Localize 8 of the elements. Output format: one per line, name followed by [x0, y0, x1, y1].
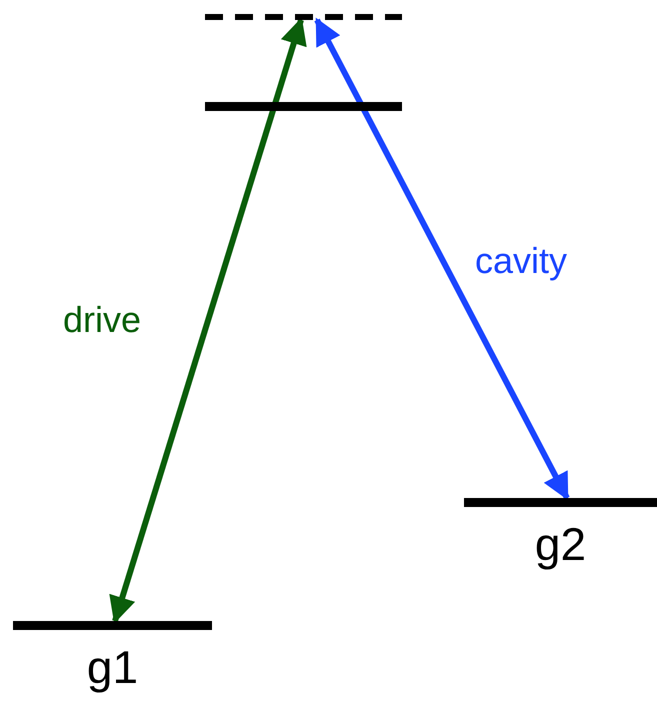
arrow — [109, 17, 307, 624]
arrow — [314, 18, 570, 500]
energy-level — [205, 102, 402, 111]
edge-label: cavity — [475, 243, 568, 279]
dashed-energy-level — [205, 14, 402, 20]
level-label: g2 — [534, 521, 586, 567]
edge-label: drive — [63, 302, 142, 338]
level-label: g1 — [86, 644, 138, 690]
